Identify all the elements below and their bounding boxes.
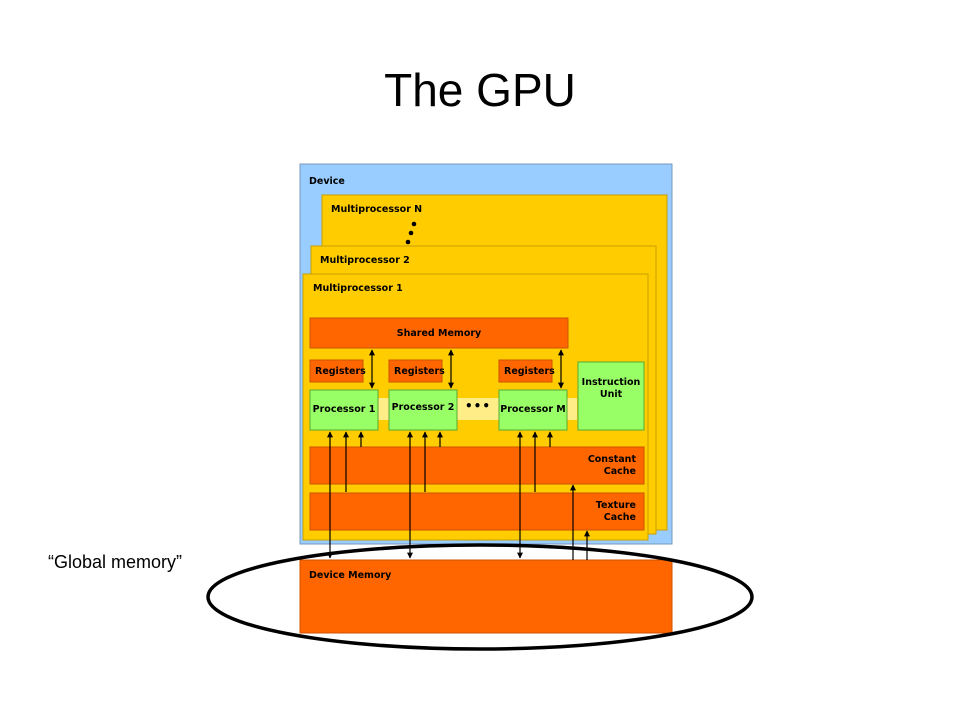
constant-cache-label-line1: Constant — [588, 454, 637, 465]
registers-label-1: Registers — [315, 366, 366, 377]
shared-memory-label: Shared Memory — [397, 328, 482, 339]
texture-cache-box — [309, 492, 645, 531]
texture-cache-label-line2: Cache — [604, 512, 636, 523]
processor-label-m: Processor M — [500, 404, 566, 415]
registers-box-2 — [388, 359, 443, 383]
device-memory-box — [299, 559, 673, 634]
processor-box-2 — [388, 389, 458, 431]
global-memory-caption: “Global memory” — [48, 552, 183, 572]
texture-cache-label-line1: Texture — [596, 500, 636, 511]
processor-ellipsis: ••• — [465, 399, 491, 413]
constant-cache-box — [309, 446, 645, 485]
multiprocessor-1-label: Multiprocessor 1 — [313, 283, 403, 294]
global-memory-highlight-ellipse — [206, 543, 754, 651]
instruction-unit-label-line2: Unit — [600, 389, 623, 400]
instruction-unit-box — [577, 361, 645, 431]
instruction-unit-label-line1: Instruction — [582, 377, 641, 388]
shared-memory-box — [309, 317, 569, 349]
multiprocessor-2-label: Multiprocessor 2 — [320, 255, 410, 266]
processor-box-m — [498, 389, 568, 431]
processor-label-1: Processor 1 — [313, 404, 376, 415]
ellipsis-dot — [405, 239, 411, 245]
ellipsis-dot — [411, 221, 417, 227]
processor-box-1 — [309, 389, 379, 431]
device-memory-label: Device Memory — [309, 570, 392, 581]
multiprocessor-n-label: Multiprocessor N — [331, 204, 422, 215]
registers-label-3: Registers — [504, 366, 555, 377]
registers-box-3 — [498, 359, 553, 383]
registers-box-1 — [309, 359, 364, 383]
constant-cache-label-line2: Cache — [604, 466, 636, 477]
processor-label-2: Processor 2 — [392, 402, 455, 413]
device-label: Device — [309, 176, 345, 187]
ellipsis-dot — [408, 230, 414, 236]
slide-title: The GPU — [384, 64, 576, 116]
registers-label-2: Registers — [394, 366, 445, 377]
